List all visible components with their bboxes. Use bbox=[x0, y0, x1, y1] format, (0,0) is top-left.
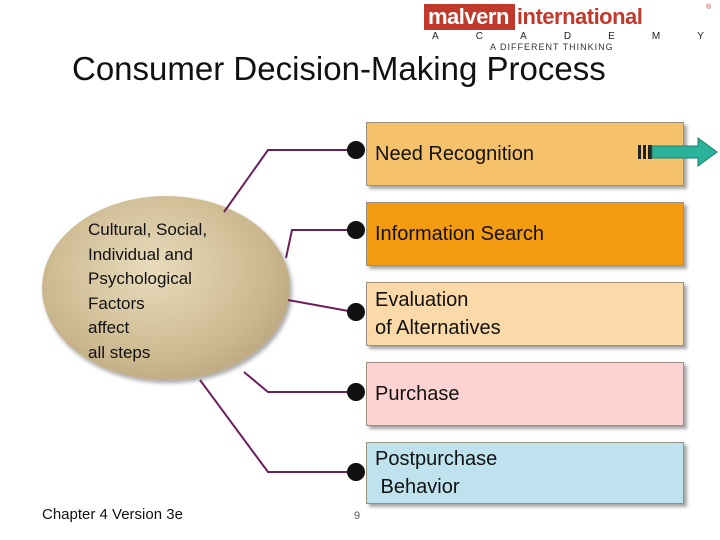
connector-line bbox=[285, 229, 354, 259]
connector-line bbox=[243, 371, 354, 393]
factors-line: Factors bbox=[88, 293, 145, 313]
connector-line bbox=[199, 379, 354, 473]
right-arrow-icon bbox=[638, 137, 718, 167]
step-purchase: Purchase bbox=[366, 362, 684, 426]
academy-letter: Y bbox=[697, 31, 704, 42]
step-need-recognition: Need Recognition bbox=[366, 122, 684, 186]
factors-line: affect bbox=[88, 318, 130, 337]
academy-letter: A bbox=[432, 31, 439, 42]
factors-circle bbox=[42, 196, 290, 380]
step-label: Information Search bbox=[375, 223, 544, 245]
malvern-logo: malvern international ® A C A D E M Y A … bbox=[424, 4, 714, 54]
registered-mark: ® bbox=[706, 4, 712, 11]
step-label: Purchase bbox=[375, 383, 460, 405]
connector-line bbox=[287, 299, 355, 313]
academy-letter: A bbox=[520, 31, 527, 42]
factors-text: Cultural, Social, Individual and Psychol… bbox=[88, 218, 268, 365]
logo-text-international: international bbox=[516, 4, 643, 29]
step-label: Behavior bbox=[375, 476, 460, 498]
logo-wordmark: malvern international bbox=[424, 4, 643, 30]
logo-text-malvern: malvern bbox=[424, 4, 515, 30]
logo-academy: A C A D E M Y bbox=[432, 31, 704, 42]
connector-dot bbox=[347, 141, 365, 159]
academy-letter: E bbox=[608, 31, 615, 42]
academy-letter: M bbox=[651, 31, 661, 42]
factors-line: Individual and bbox=[88, 244, 193, 264]
factors-line: Cultural, Social, bbox=[88, 220, 208, 239]
academy-letter: D bbox=[563, 31, 572, 42]
step-label: Need Recognition bbox=[375, 143, 534, 165]
connector-line bbox=[223, 149, 354, 213]
step-label: Evaluation bbox=[375, 289, 469, 311]
step-label: Postpurchase bbox=[375, 448, 498, 470]
slide-title: Consumer Decision-Making Process bbox=[72, 50, 606, 87]
step-label: of Alternatives bbox=[375, 317, 501, 339]
connector-dot bbox=[347, 383, 365, 401]
step-postpurchase-behavior: Postpurchase Behavior bbox=[366, 442, 684, 504]
page-number: 9 bbox=[354, 510, 361, 522]
step-information-search: Information Search bbox=[366, 202, 684, 266]
footer-text: Chapter 4 Version 3e bbox=[42, 506, 183, 523]
connector-dot bbox=[347, 303, 365, 321]
academy-letter: C bbox=[475, 31, 483, 42]
step-evaluation-of-alternatives: Evaluation of Alternatives bbox=[366, 282, 684, 346]
factors-line: Psychological bbox=[88, 269, 192, 288]
connector-dot bbox=[347, 221, 365, 239]
logo-tagline: A DIFFERENT THINKING bbox=[490, 42, 614, 52]
connector-dot bbox=[347, 463, 365, 481]
factors-line: all steps bbox=[88, 342, 151, 362]
